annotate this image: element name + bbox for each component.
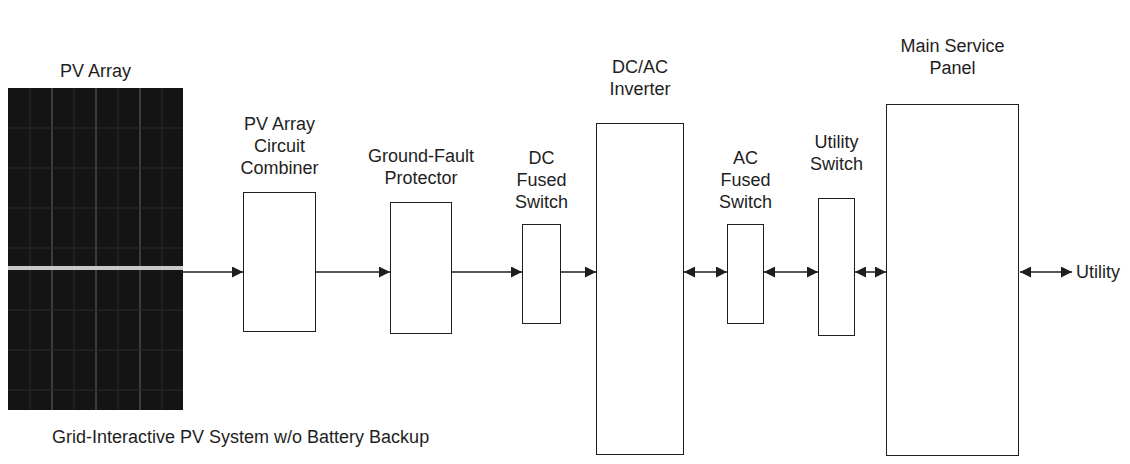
protector-box: Ground-Fault Protector [390, 202, 452, 334]
heading-block: Main Service Panel [890, 35, 1015, 79]
power-flow-arrow [855, 271, 886, 273]
component-name: AC Fused Switch [715, 147, 777, 213]
power-flow-arrow [764, 271, 818, 273]
heading-block: PV Array Circuit Combiner [235, 113, 325, 179]
pv-panel-picture [8, 88, 183, 410]
heading-block: Utility Switch [801, 131, 873, 175]
inverter-box: DC/AC Inverter [596, 123, 684, 455]
component-name: Utility Switch [801, 131, 873, 175]
power-flow-arrow [684, 271, 727, 273]
heading-block: DC Fused Switch [511, 147, 573, 213]
component-name: PV Array [31, 60, 161, 82]
heading-block: Ground-Fault Protector [361, 145, 481, 189]
switch-box: AC Fused Switch [727, 224, 764, 324]
switch-box: DC Fused Switch [522, 224, 561, 324]
power-flow-arrow [452, 271, 522, 273]
utility-feed-line [1020, 271, 1072, 273]
service-panel: Main Service Panel [886, 104, 1019, 456]
component-name: DC/AC Inverter [595, 56, 685, 100]
component-name: DC Fused Switch [511, 147, 573, 213]
component-name: Ground-Fault Protector [361, 145, 481, 189]
power-flow-arrow [316, 271, 390, 273]
component-name: PV Array Circuit Combiner [235, 113, 325, 179]
grid-label: Utility [1076, 261, 1120, 283]
power-flow-arrow [183, 271, 243, 273]
component-name: Main Service Panel [890, 35, 1015, 79]
switch-box: Utility Switch [818, 198, 855, 336]
pv-array: PV Array [8, 88, 183, 410]
heading-block: AC Fused Switch [715, 147, 777, 213]
heading-block: PV Array [31, 60, 161, 82]
heading-block: DC/AC Inverter [595, 56, 685, 100]
figure-caption: Grid-Interactive PV System w/o Battery B… [52, 426, 429, 448]
combiner-box: PV Array Circuit Combiner [243, 192, 316, 332]
power-flow-arrow [561, 271, 596, 273]
